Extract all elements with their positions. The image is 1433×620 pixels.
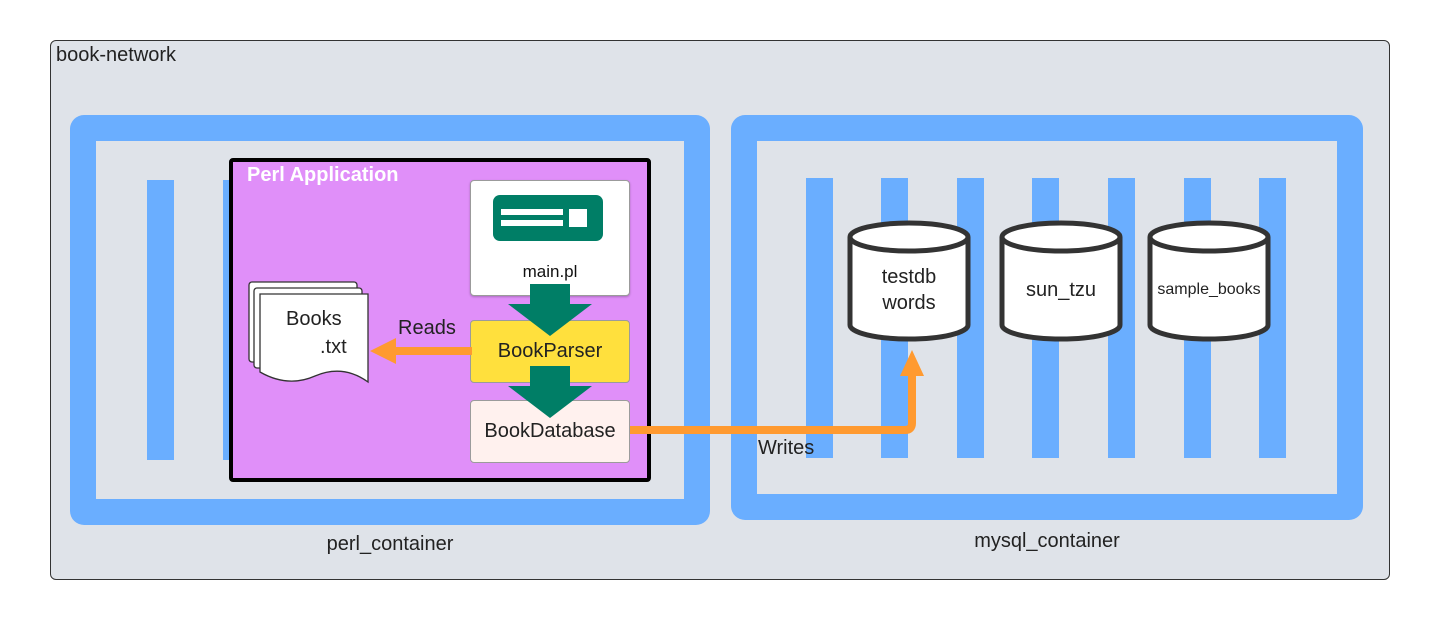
book-database-node[interactable]: BookDatabase <box>470 400 630 463</box>
document-stack-icon <box>248 281 369 384</box>
database-words-label: words <box>882 292 936 314</box>
perl-application-title: Perl Application <box>247 164 399 186</box>
flow-arrow-parser-to-database <box>508 366 592 418</box>
cylinder-database-icon[interactable] <box>998 220 1124 344</box>
books-file-extension: .txt <box>320 336 347 358</box>
book-parser-label: BookParser <box>497 340 603 362</box>
main-pl-label: main.pl <box>522 262 578 281</box>
writes-label: Writes <box>758 437 815 459</box>
writes-arrow <box>630 350 924 434</box>
database-testdb-label: testdb <box>881 266 937 288</box>
database-sample-books-label: sample_books <box>1157 281 1261 298</box>
reads-label: Reads <box>398 317 456 339</box>
books-file-name: Books <box>286 308 342 330</box>
flow-arrow-main-to-parser <box>508 284 592 336</box>
container-stripe <box>806 178 833 458</box>
cylinder-database-icon[interactable] <box>846 220 972 344</box>
perl-container-label: perl_container <box>326 533 454 555</box>
container-stripe <box>147 180 174 460</box>
book-database-label: BookDatabase <box>484 420 616 442</box>
database-sun-tzu-label: sun_tzu <box>1025 279 1097 301</box>
code-window-icon <box>493 195 603 241</box>
cylinder-database-icon[interactable] <box>1146 220 1272 344</box>
reads-arrow <box>370 338 472 364</box>
mysql-container-label: mysql_container <box>974 530 1120 552</box>
network-label: book-network <box>56 44 177 66</box>
